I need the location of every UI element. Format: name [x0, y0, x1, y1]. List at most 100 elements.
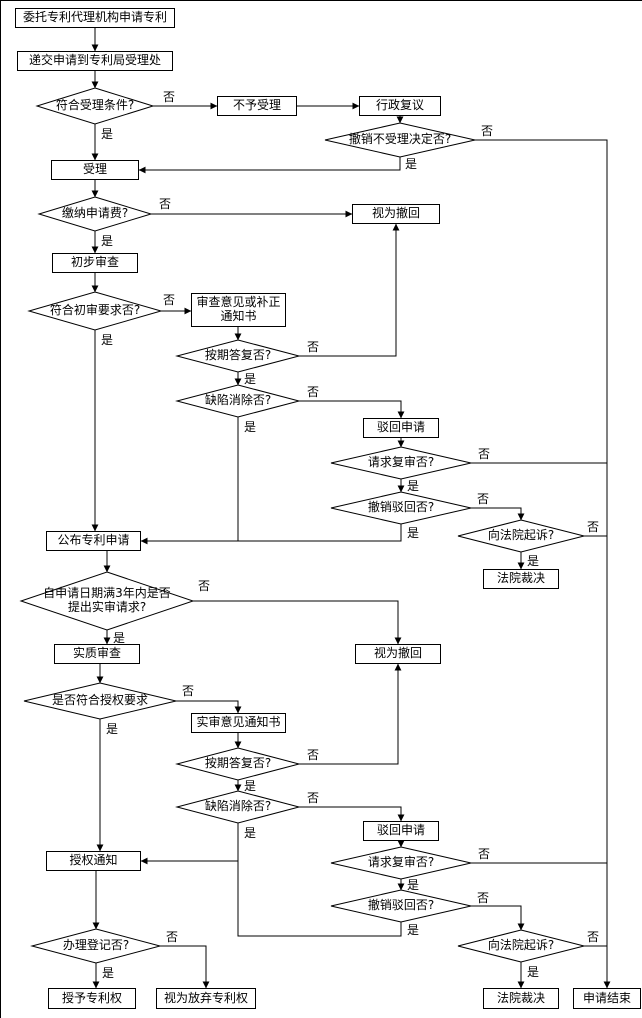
flow-connector — [471, 905, 525, 931]
branch-label: 否 — [587, 930, 599, 944]
flow-connector — [475, 139, 611, 989]
node-label: 实质审查 — [72, 646, 121, 661]
node-shape-request-reexamination-1 — [330, 446, 472, 480]
flow-connector — [138, 157, 401, 174]
branch-label: 否 — [478, 847, 490, 861]
branch-label: 是 — [244, 826, 256, 840]
node-grant-notice: 授权通知 — [46, 851, 141, 871]
branch-label: 否 — [182, 684, 194, 698]
node-shape-revoke-rejection-2 — [330, 889, 472, 923]
node-label: 授权通知 — [69, 853, 118, 868]
node-label: 视为撤回 — [371, 206, 420, 221]
node-label: 行政复议 — [375, 98, 424, 113]
node-label: 审查意见或补正通知书 — [196, 295, 281, 323]
node-substantive-opinion-notice: 实审意见通知书 — [191, 713, 286, 733]
node-application-end: 申请结束 — [573, 988, 641, 1009]
branch-label: 是 — [113, 631, 125, 645]
node-label: 法院裁决 — [496, 990, 545, 1005]
node-court-ruling-1: 法院裁决 — [483, 569, 559, 589]
flow-connector — [160, 945, 210, 989]
node-shape-meets-grant-requirements — [23, 682, 177, 720]
branch-label: 是 — [106, 722, 118, 736]
branch-label: 是 — [101, 333, 113, 347]
node-shape-handle-registration — [30, 928, 162, 964]
node-shape-revoke-rejection-1 — [330, 491, 472, 525]
flow-connector — [176, 700, 242, 714]
node-submit-to-patent-office: 递交申请到专利局受理处 — [17, 51, 173, 71]
node-deemed-abandon-patent-right: 视为放弃专利权 — [156, 988, 256, 1009]
branch-label: 是 — [244, 372, 256, 386]
branch-label: 是 — [405, 157, 417, 171]
node-administrative-review: 行政复议 — [359, 96, 441, 116]
branch-label: 是 — [101, 127, 113, 141]
flow-connector — [140, 417, 239, 545]
branch-label: 是 — [244, 779, 256, 793]
branch-label: 否 — [307, 340, 319, 354]
node-deemed-withdrawn-2: 视为撤回 — [355, 644, 441, 664]
node-preliminary-examination: 初步审查 — [52, 253, 138, 273]
node-court-ruling-2: 法院裁决 — [483, 988, 559, 1009]
branch-label: 否 — [198, 579, 210, 593]
flow-connector — [238, 524, 402, 542]
node-label: 授予专利权 — [61, 990, 122, 1005]
node-label: 不予受理 — [232, 98, 281, 113]
branch-label: 是 — [102, 966, 114, 980]
flow-connector — [299, 663, 402, 765]
flow-connector — [299, 400, 405, 419]
branch-label: 是 — [527, 965, 539, 979]
node-label: 法院裁决 — [496, 571, 545, 586]
branch-label: 是 — [244, 420, 256, 434]
node-shape-defects-eliminated-1 — [175, 384, 301, 418]
branch-label: 否 — [163, 293, 175, 307]
branch-label: 是 — [407, 923, 419, 937]
node-deemed-withdrawn-1: 视为撤回 — [352, 204, 440, 224]
node-accepted: 受理 — [51, 160, 139, 180]
flow-connector — [471, 507, 525, 521]
branch-label: 否 — [307, 791, 319, 805]
branch-label: 否 — [477, 492, 489, 506]
node-shape-meets-preliminary-requirements — [27, 291, 163, 331]
node-shape-reply-on-time-1 — [175, 339, 301, 373]
branch-label: 是 — [527, 554, 539, 568]
flow-connector — [299, 806, 405, 822]
flow-connector — [299, 223, 400, 357]
node-label: 受理 — [82, 162, 107, 177]
node-reject-application-2: 驳回申请 — [363, 821, 439, 841]
node-label: 视为撤回 — [373, 646, 422, 661]
branch-label: 是 — [407, 526, 419, 540]
node-shape-request-reexamination-2 — [330, 846, 472, 880]
branch-label: 否 — [478, 447, 490, 461]
node-shape-revoke-non-acceptance-decision — [324, 122, 476, 158]
node-shape-substantive-exam-request-within-3-years — [19, 571, 195, 631]
node-label: 驳回申请 — [376, 823, 425, 838]
branch-label: 否 — [166, 930, 178, 944]
branch-label: 否 — [159, 197, 171, 211]
branch-label: 否 — [481, 124, 493, 138]
node-shape-reply-on-time-2 — [175, 747, 301, 781]
flow-connector — [193, 600, 402, 645]
branch-label: 否 — [477, 891, 489, 905]
node-substantive-examination: 实质审查 — [54, 644, 140, 664]
node-not-accepted: 不予受理 — [217, 96, 297, 116]
flow-connector — [140, 823, 239, 865]
node-label: 递交申请到专利局受理处 — [28, 53, 161, 68]
branch-label: 是 — [407, 878, 419, 892]
branch-label: 是 — [101, 234, 113, 248]
node-label: 申请结束 — [582, 990, 631, 1005]
node-shape-meets-acceptance-conditions — [35, 87, 155, 125]
branch-label: 否 — [163, 90, 175, 104]
flow-connector — [237, 861, 402, 937]
branch-label: 否 — [307, 748, 319, 762]
node-grant-patent-right: 授予专利权 — [48, 988, 136, 1009]
node-label: 视为放弃专利权 — [163, 990, 248, 1005]
node-shape-sue-in-court-1 — [457, 519, 585, 553]
node-shape-defects-eliminated-2 — [175, 790, 301, 824]
node-publish-patent-application: 公布专利申请 — [46, 531, 141, 551]
node-examination-opinion-or-correction-notice: 审查意见或补正通知书 — [191, 293, 286, 327]
node-shape-sue-in-court-2 — [457, 929, 585, 963]
node-entrust-agency: 委托专利代理机构申请专利 — [15, 8, 175, 28]
node-reject-application-1: 驳回申请 — [363, 418, 439, 438]
node-label: 初步审查 — [70, 255, 119, 270]
